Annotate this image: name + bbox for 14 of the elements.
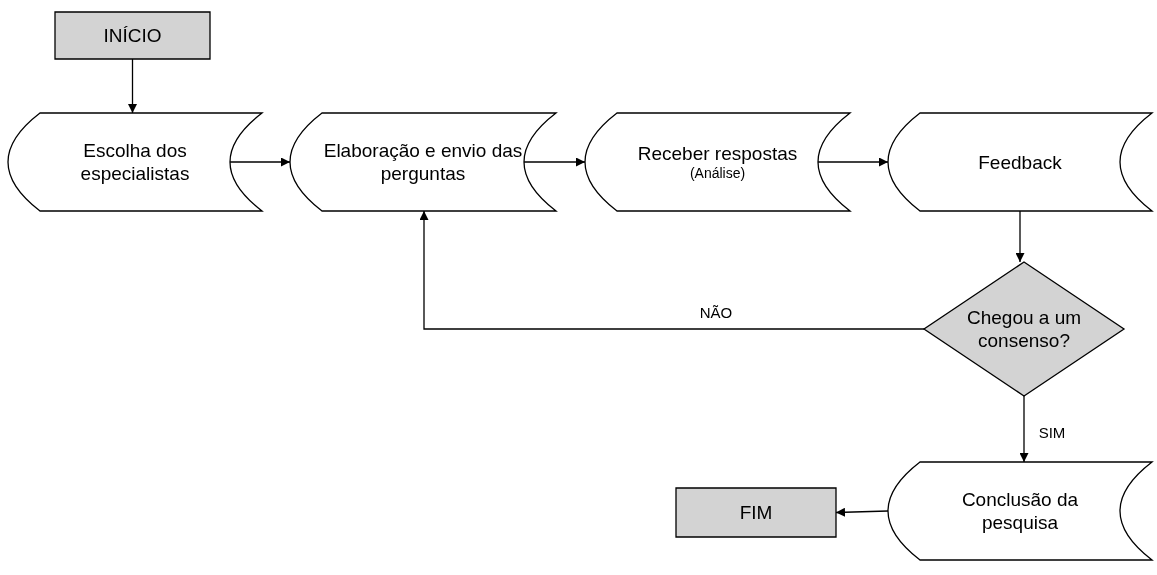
arrow <box>1015 210 1025 263</box>
node-label: FIM <box>739 501 773 524</box>
node-label: Escolha dos especialistas <box>79 139 191 185</box>
node-label: Receber respostas <box>637 142 798 165</box>
node-label: Feedback <box>978 150 1062 174</box>
arrow <box>128 58 137 114</box>
node-label: Chegou a um consenso? <box>965 306 1083 352</box>
arrow <box>419 210 925 330</box>
node-subtitle: (Análise) <box>689 165 746 182</box>
node-label: Elaboração e envio das perguntas <box>322 139 524 185</box>
edge-label: NÃO <box>697 303 735 321</box>
node-label: Conclusão da pesquisa <box>960 488 1080 534</box>
node-label: INÍCIO <box>103 24 162 47</box>
arrow <box>1019 395 1029 463</box>
